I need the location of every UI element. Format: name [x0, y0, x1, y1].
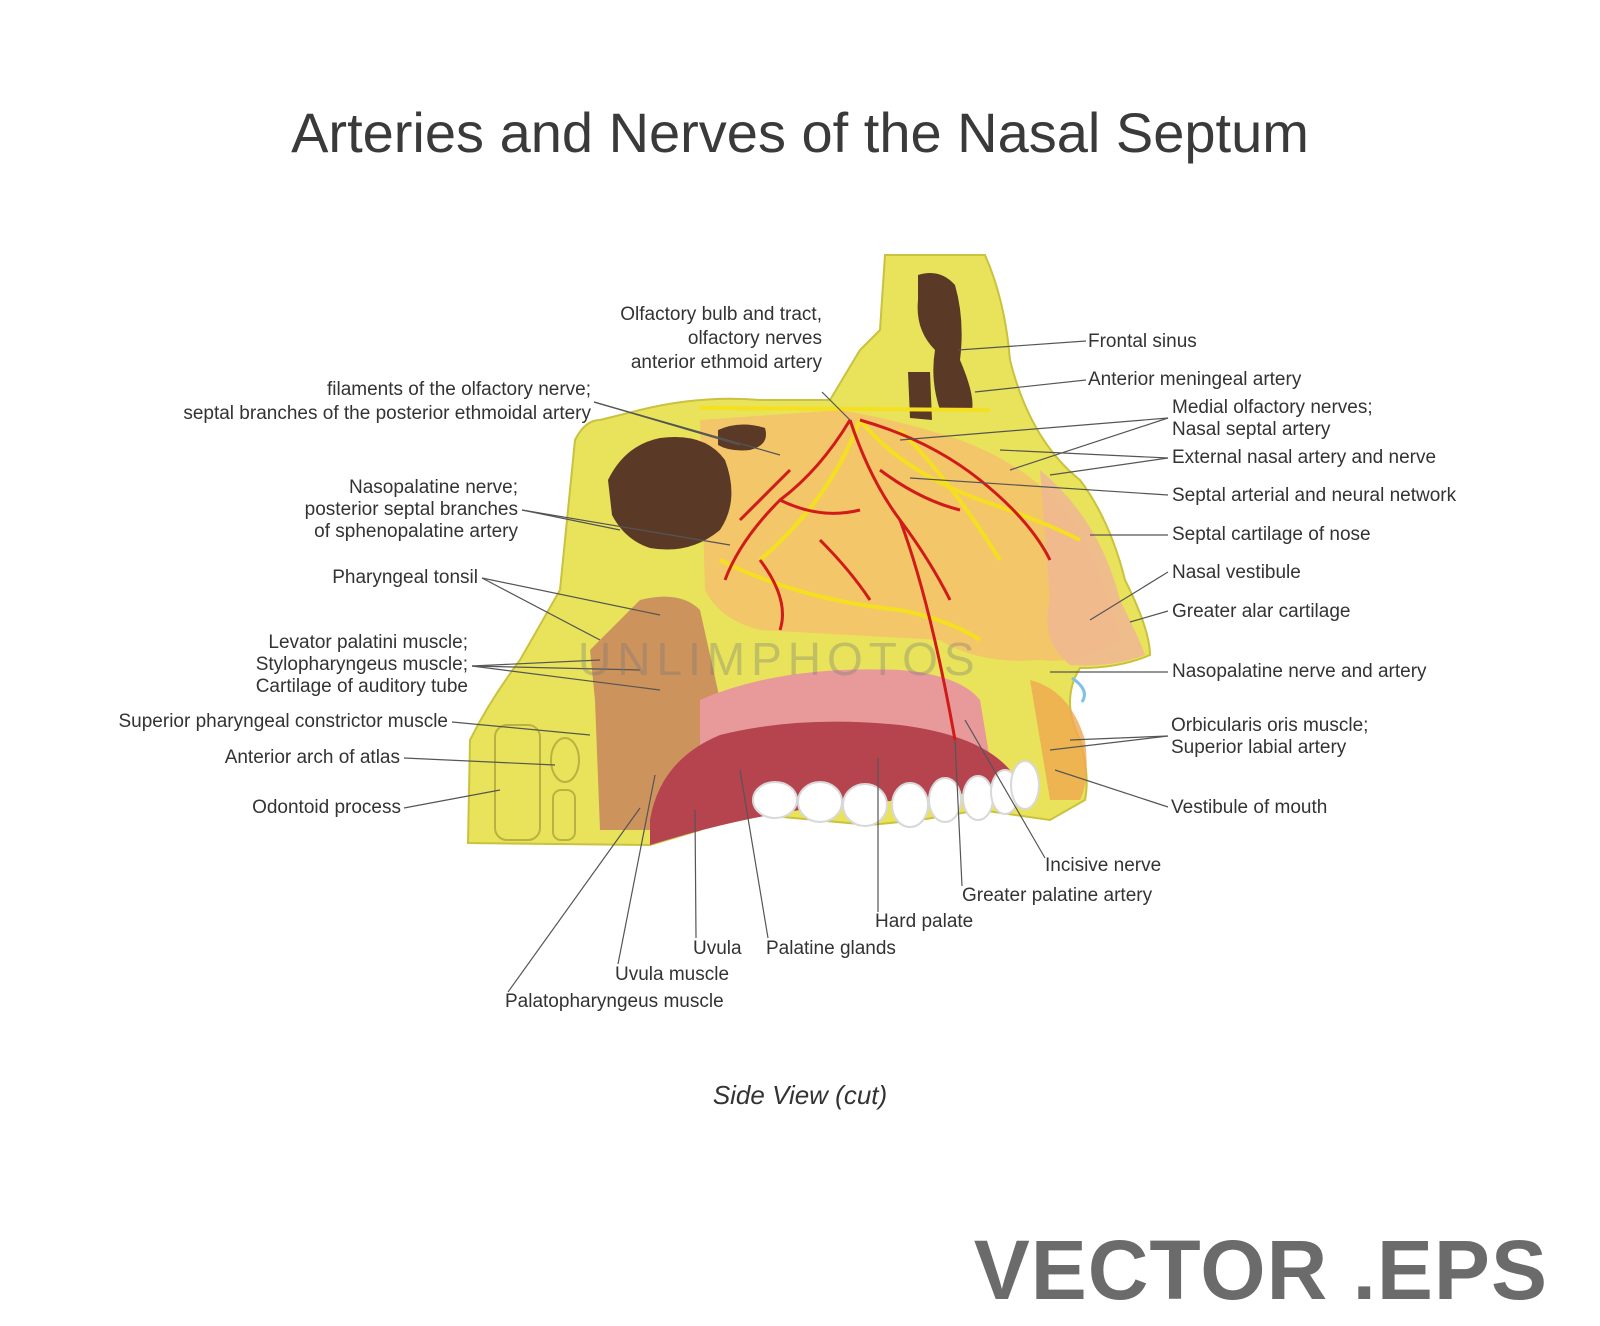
- nose-tip: [1040, 470, 1145, 666]
- label-greater-palatine: Greater palatine artery: [962, 885, 1153, 906]
- label-olfactory-bulb: Olfactory bulb and tract, olfactory nerv…: [620, 304, 822, 373]
- label-septal-cartilage: Septal cartilage of nose: [1172, 524, 1371, 545]
- label-odontoid-process: Odontoid process: [252, 797, 401, 818]
- format-banner: VECTOR .EPS: [973, 1223, 1548, 1317]
- frontal-sinus: [917, 272, 973, 410]
- label-superior-constrictor: Superior pharyngeal constrictor muscle: [118, 711, 449, 732]
- label-frontal-sinus: Frontal sinus: [1088, 331, 1197, 352]
- sphenoid-sinus: [608, 436, 732, 550]
- label-external-nasal: External nasal artery and nerve: [1172, 447, 1437, 468]
- label-palatine-glands: Palatine glands: [766, 938, 896, 959]
- nerve-network: [699, 406, 1081, 642]
- label-medial-olfactory: Medial olfactory nerves; Nasal septal ar…: [1172, 397, 1373, 440]
- label-uvula: Uvula: [693, 938, 742, 959]
- upper-lip: [1030, 680, 1087, 800]
- leader-lines: [403, 340, 1169, 993]
- label-greater-alar: Greater alar cartilage: [1172, 601, 1351, 622]
- frontal-sinus-lower: [908, 372, 932, 420]
- label-anterior-meningeal: Anterior meningeal artery: [1088, 369, 1302, 390]
- label-filaments-olfactory: filaments of the olfactory nerve; septal…: [183, 379, 591, 424]
- cervical-vertebrae: [494, 724, 580, 841]
- label-hard-palate: Hard palate: [875, 911, 974, 932]
- label-orbicularis-oris: Orbicularis oris muscle; Superior labial…: [1171, 715, 1369, 758]
- label-anterior-arch-atlas: Anterior arch of atlas: [224, 747, 400, 768]
- label-septal-network: Septal arterial and neural network: [1172, 485, 1457, 506]
- view-caption: Side View (cut): [712, 1080, 888, 1110]
- label-palatopharyngeus: Palatopharyngeus muscle: [505, 991, 724, 1012]
- diagram-title: Arteries and Nerves of the Nasal Septum: [291, 101, 1309, 164]
- label-nasal-vestibule: Nasal vestibule: [1172, 562, 1301, 583]
- label-nasopalatine-nerve: Nasopalatine nerve; posterior septal bra…: [304, 477, 518, 542]
- label-levator-palatini: Levator palatini muscle; Stylopharyngeus…: [255, 632, 468, 697]
- label-pharyngeal-tonsil: Pharyngeal tonsil: [332, 567, 478, 588]
- label-uvula-muscle: Uvula muscle: [615, 964, 730, 985]
- watermark: UNLIMPHOTOS: [578, 633, 981, 685]
- ethmoid-sinus: [718, 424, 766, 451]
- label-vestibule-mouth: Vestibule of mouth: [1171, 797, 1328, 818]
- label-incisive-nerve: Incisive nerve: [1045, 855, 1162, 876]
- airflow-arrow-icon: [1071, 676, 1086, 703]
- artery-network: [723, 418, 1052, 741]
- label-nasopalatine-nerve-artery: Nasopalatine nerve and artery: [1172, 661, 1427, 682]
- teeth: [752, 760, 1040, 828]
